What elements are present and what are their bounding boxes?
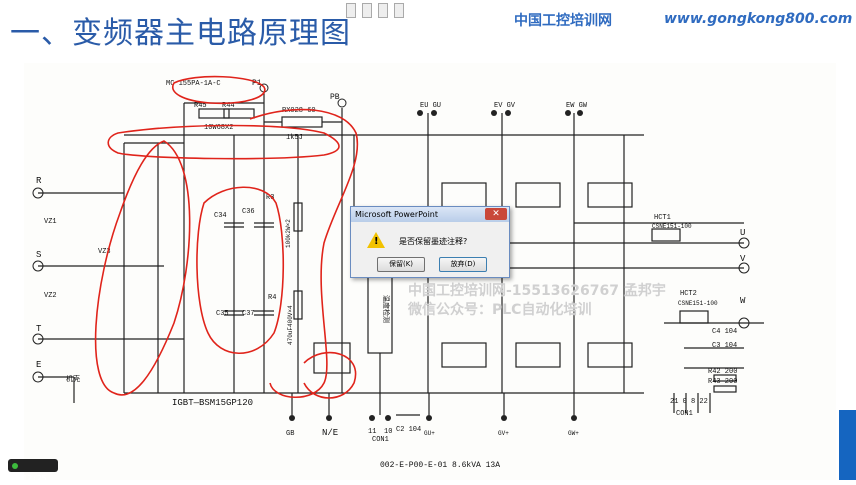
label-eu: EU GU bbox=[420, 102, 441, 110]
side-panel-handle[interactable] bbox=[839, 410, 856, 480]
ink-annotations bbox=[94, 75, 359, 399]
label-ev: EV GV bbox=[494, 102, 516, 110]
label-r45: R45 bbox=[194, 102, 207, 110]
label-c37: C37 bbox=[242, 310, 255, 318]
label-ew: EW GW bbox=[566, 102, 588, 110]
brand-name: 中国工控培训网 bbox=[514, 13, 612, 29]
keep-button[interactable]: 保留(K) bbox=[377, 257, 425, 272]
label-t: T bbox=[36, 324, 42, 334]
dialog-titlebar[interactable]: Microsoft PowerPoint ✕ bbox=[351, 207, 509, 222]
toolbar-button[interactable] bbox=[346, 3, 356, 18]
label-gu: GU+ bbox=[424, 430, 435, 437]
label-n10: 10 bbox=[384, 428, 392, 436]
label-r: R bbox=[36, 176, 42, 186]
label-footer: 002-E-P00-E-01 8.6kVA 13A bbox=[380, 461, 500, 470]
dialog-title: Microsoft PowerPoint bbox=[355, 210, 438, 219]
slide-title: 一、变频器主电路原理图 bbox=[10, 16, 351, 51]
label-c34: C34 bbox=[214, 212, 227, 220]
watermark-line1: 中国工控培训网-15513626767 孟邦宇 bbox=[408, 283, 666, 299]
video-timer: 00:12:25 bbox=[8, 459, 58, 483]
label-n11: 11 bbox=[368, 428, 376, 436]
label-hct2: HCT2 bbox=[680, 290, 697, 298]
label-con1b: CON1 bbox=[676, 410, 693, 418]
presenter-toolbar[interactable] bbox=[346, 3, 404, 18]
label-rx: RX028-60 bbox=[282, 107, 316, 115]
label-gv: GV+ bbox=[498, 430, 509, 437]
toolbar-button[interactable] bbox=[394, 3, 404, 18]
label-r43: R43 200 bbox=[708, 378, 737, 386]
label-gb: GB bbox=[286, 430, 294, 438]
label-r3: R3 bbox=[266, 194, 274, 202]
label-con1: CON1 bbox=[372, 436, 389, 444]
label-c35: C35 bbox=[216, 310, 229, 318]
label-hct2-model: CSNE151-100 bbox=[678, 300, 718, 307]
toolbar-button[interactable] bbox=[362, 3, 372, 18]
dialog-body: ! 是否保留墨迹注释? 保留(K) 放弃(D) bbox=[351, 222, 509, 277]
close-icon[interactable]: ✕ bbox=[485, 208, 507, 220]
record-dot-icon bbox=[12, 462, 18, 469]
warning-exclamation-icon: ! bbox=[374, 236, 379, 247]
label-hct1-model: CSNE151-100 bbox=[652, 223, 692, 230]
label-c2: C2 104 bbox=[396, 426, 421, 434]
label-r-value: 10W68X2 bbox=[204, 124, 233, 132]
label-r44: R44 bbox=[222, 102, 235, 110]
discard-button[interactable]: 放弃(D) bbox=[439, 257, 487, 272]
label-cap-value: 470uF400V×4 bbox=[287, 305, 294, 345]
label-c4: C4 104 bbox=[712, 328, 737, 336]
label-s: S bbox=[36, 250, 41, 260]
label-r42: R42 200 bbox=[708, 368, 737, 376]
label-igbt: IGBT—BSM15GP120 bbox=[172, 398, 253, 408]
watermark-line2: 微信公众号：PLC自动化培训 bbox=[408, 302, 592, 318]
save-ink-dialog[interactable]: Microsoft PowerPoint ✕ ! 是否保留墨迹注释? 保留(K)… bbox=[350, 206, 510, 278]
label-chassis: 机壳 bbox=[66, 374, 80, 384]
label-c3: C3 104 bbox=[712, 342, 737, 350]
circuit-svg: MC 155PA-1A-C P1 PB R45 R44 10W68X2 RX02… bbox=[32, 75, 764, 470]
label-rx-value: 1k5J bbox=[286, 134, 303, 142]
label-p1: P1 bbox=[252, 79, 262, 88]
label-pb: PB bbox=[330, 93, 340, 102]
label-vz2: VZ2 bbox=[44, 292, 57, 300]
label-temp-sensor: 温度检测 bbox=[381, 295, 391, 323]
label-relay: MC 155PA-1A-C bbox=[166, 80, 221, 88]
label-w: W bbox=[740, 296, 746, 306]
label-ne: N/E bbox=[322, 428, 338, 438]
label-hct1: HCT1 bbox=[654, 214, 671, 222]
circuit-diagram: MC 155PA-1A-C P1 PB R45 R44 10W68X2 RX02… bbox=[24, 63, 836, 480]
video-time: 00:12:25 bbox=[8, 474, 47, 483]
label-c36: C36 bbox=[242, 208, 255, 216]
label-r4: R4 bbox=[268, 294, 276, 302]
brand-url: www.gongkong800.com bbox=[664, 11, 853, 27]
label-r-100k: 100k2W×2 bbox=[285, 219, 292, 248]
warning-icon bbox=[367, 232, 385, 248]
label-v: V bbox=[740, 254, 746, 264]
label-vz3: VZ3 bbox=[98, 248, 111, 256]
label-vz1: VZ1 bbox=[44, 218, 57, 226]
toolbar-button[interactable] bbox=[378, 3, 388, 18]
label-con1-pins: 21 0 8 22 bbox=[670, 398, 708, 406]
dialog-message: 是否保留墨迹注释? bbox=[399, 237, 468, 246]
label-e: E bbox=[36, 360, 41, 370]
label-u: U bbox=[740, 228, 745, 238]
label-gw: GW+ bbox=[568, 430, 579, 437]
